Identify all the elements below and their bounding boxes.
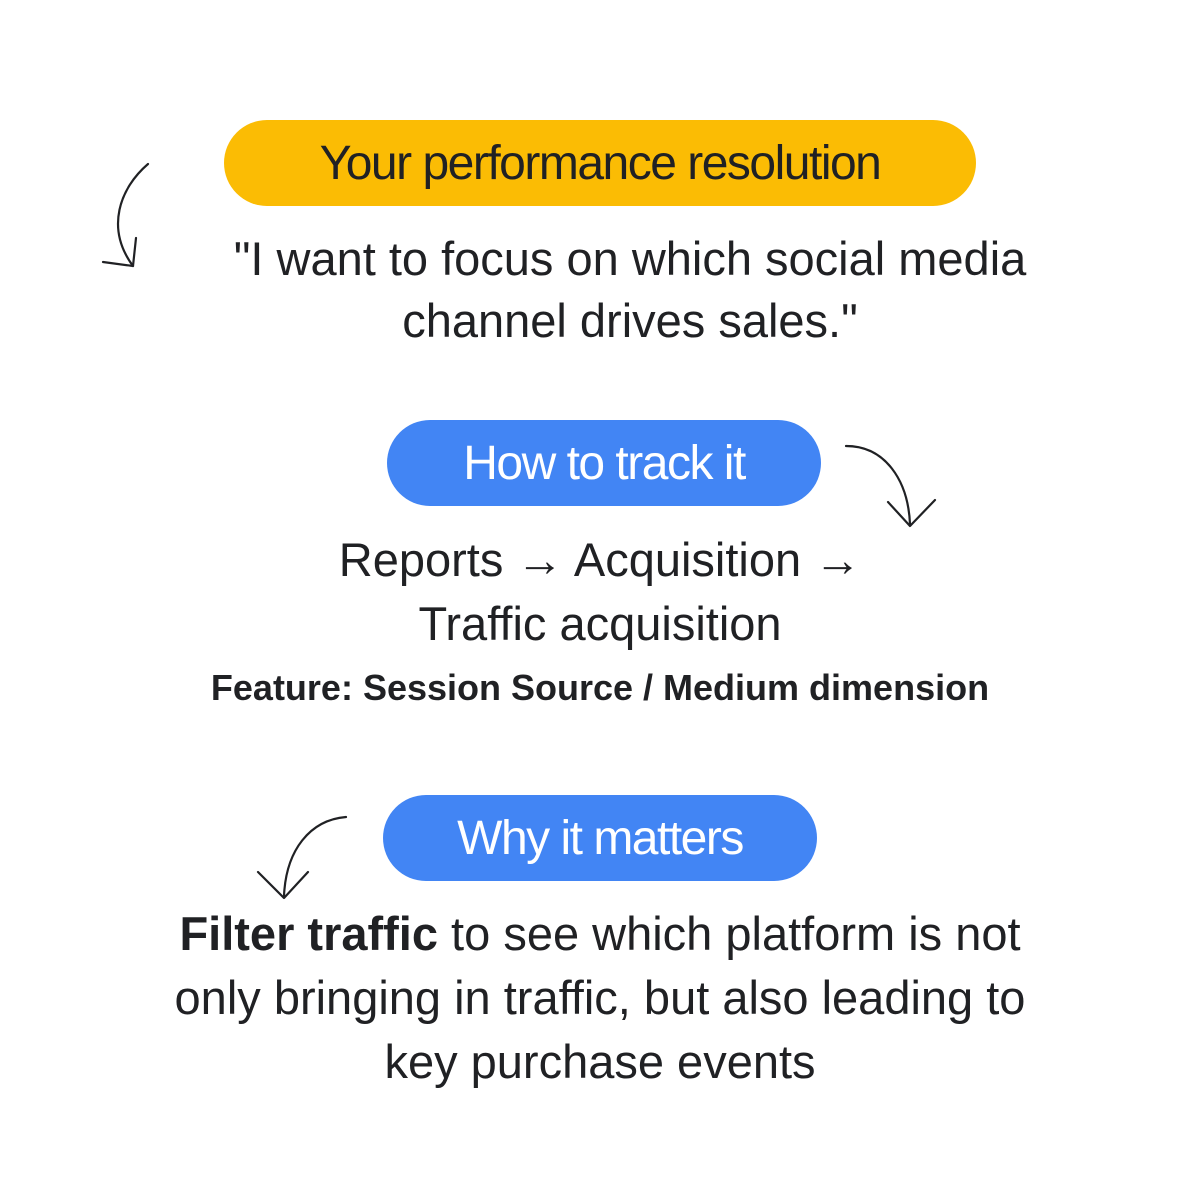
track-label: How to track it: [463, 436, 746, 490]
resolution-pill: Your performance resolution: [224, 120, 976, 206]
report-path-line-2: Traffic acquisition: [418, 597, 782, 650]
why-bold-text: Filter traffic: [179, 907, 438, 960]
why-line-3: key purchase events: [384, 1035, 816, 1088]
why-text: Filter traffic to see which platform is …: [0, 902, 1200, 1094]
why-label: Why it matters: [457, 811, 744, 865]
why-line-1-rest: to see which platform is not: [438, 907, 1021, 960]
curved-arrow-down-icon: [844, 444, 937, 528]
curved-arrow-down-icon: [101, 162, 150, 268]
resolution-label: Your performance resolution: [319, 136, 882, 190]
curved-arrow-down-icon: [256, 815, 348, 900]
track-pill: How to track it: [387, 420, 821, 506]
report-path-line-1: Reports → Acquisition →: [338, 533, 862, 586]
why-pill: Why it matters: [383, 795, 817, 881]
quote-line-2: channel drives sales.": [402, 294, 858, 347]
quote-line-1: "I want to focus on which social media: [233, 232, 1027, 285]
resolution-quote: "I want to focus on which social media c…: [60, 228, 1200, 352]
report-path: Reports → Acquisition → Traffic acquisit…: [0, 528, 1200, 656]
why-line-1: Filter traffic to see which platform is …: [0, 902, 1200, 966]
feature-text: Feature: Session Source / Medium dimensi…: [210, 667, 990, 708]
why-line-2: only bringing in traffic, but also leadi…: [174, 971, 1026, 1024]
